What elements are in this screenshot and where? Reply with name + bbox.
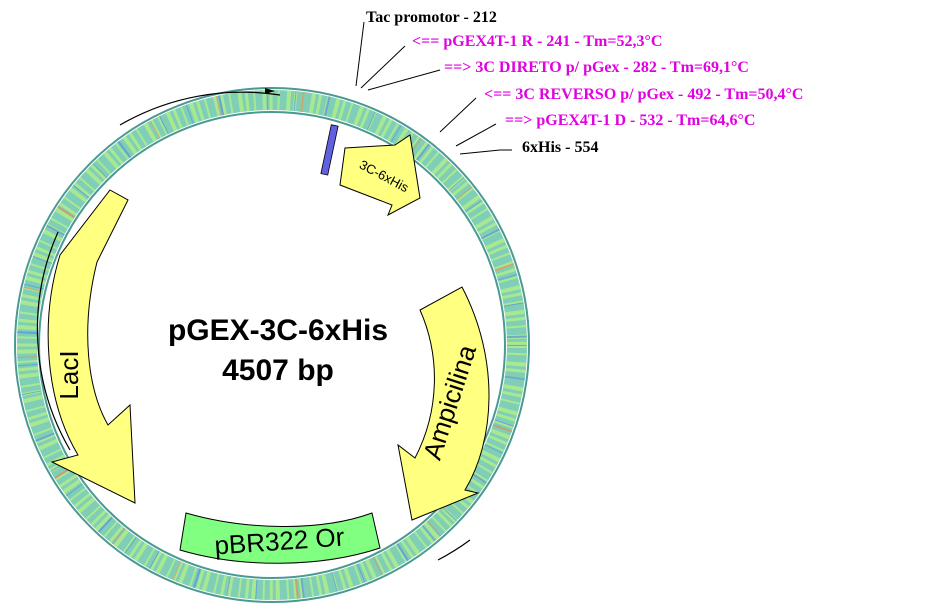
plasmid-size: 4507 bp [222,354,334,387]
backbone-ring [14,87,530,603]
annotation-pgex4t1-d: ==> pGEX4T-1 D - 532 - Tm=64,6°C [505,112,755,129]
annotation-tac-promoter: Tac promotor - 212 [366,9,497,26]
laci-label: LacI [54,350,84,399]
annotation-3c-direto: ==> 3C DIRETO p/ pGex - 282 - Tm=69,1°C [444,59,749,76]
pbr322-origin-feature: pBR322 Or [179,512,381,564]
annotation-pgex4t1-r: <== pGEX4T-1 R - 241 - Tm=52,3°C [412,33,662,50]
tac-promoter-marker [320,124,339,176]
annotation-3c-reverso: <== 3C REVERSO p/ pGex - 492 - Tm=50,4°C [484,86,803,103]
tag-3c-6xhis-feature: 3C-6xHis [339,134,421,217]
laci-feature: LacI [47,189,136,504]
annotation-leaders [355,21,512,155]
plasmid-name: pGEX-3C-6xHis [168,314,388,347]
annotation-6xhis: 6xHis - 554 [522,139,598,156]
